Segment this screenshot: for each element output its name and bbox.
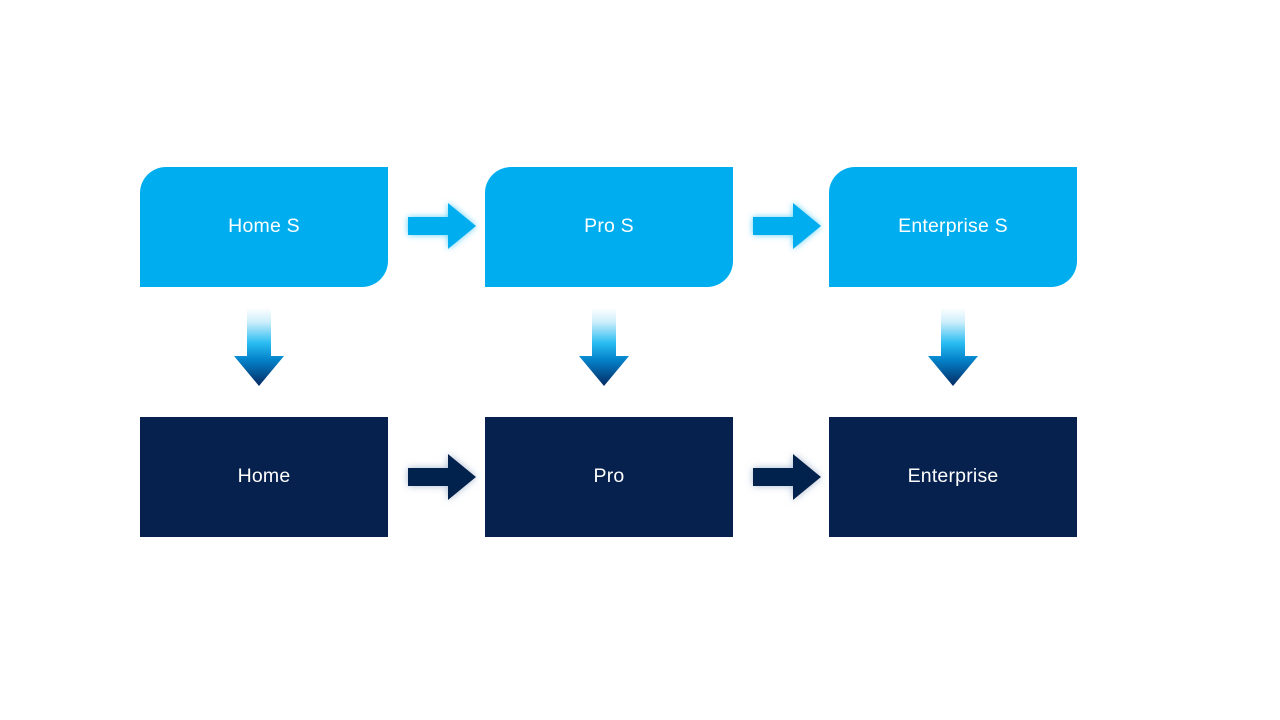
tier-card-label: Home S <box>228 215 300 238</box>
arrow-down-icon <box>577 308 631 388</box>
arrow-right-icon <box>751 200 823 252</box>
tier-card-label: Enterprise S <box>898 215 1008 238</box>
tier-card-pro-s[interactable]: Pro S <box>485 167 733 287</box>
tier-card-label: Pro S <box>584 215 634 238</box>
tier-card-enterprise-s[interactable]: Enterprise S <box>829 167 1077 287</box>
tier-card-pro[interactable]: Pro <box>485 417 733 537</box>
tier-card-label: Enterprise <box>907 465 999 488</box>
arrow-right-icon <box>751 451 823 503</box>
tier-card-enterprise[interactable]: Enterprise <box>829 417 1077 537</box>
arrow-down-icon <box>232 308 286 388</box>
tier-card-home[interactable]: Home <box>140 417 388 537</box>
tier-card-label: Home <box>237 465 291 488</box>
tier-card-home-s[interactable]: Home S <box>140 167 388 287</box>
arrow-right-icon <box>406 451 478 503</box>
tier-card-label: Pro <box>593 465 625 488</box>
arrow-right-icon <box>406 200 478 252</box>
arrow-down-icon <box>926 308 980 388</box>
